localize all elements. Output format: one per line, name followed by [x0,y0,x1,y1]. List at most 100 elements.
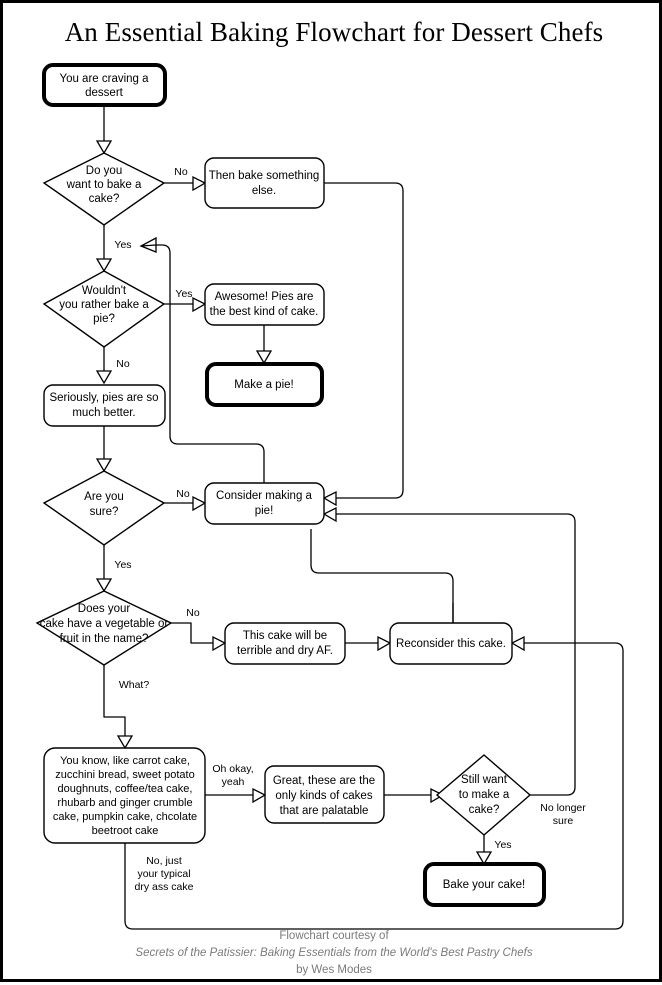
edge-veg-what [103,665,126,736]
edge-label-rather-pie-yes: Yes [175,288,192,300]
node-bake-cake-line-3: cake? [89,193,120,205]
node-are-you-sure-line-1: Are you [84,491,124,503]
edge-still-want-no-longer-sure [336,513,576,796]
node-terrible-dry-shape[interactable] [224,622,346,665]
edge-label-no-longer-sure-1: No longer [540,802,586,814]
node-reconsider-label: Reconsider this cake. [396,638,506,650]
arrowhead-rather-pie-top [95,258,113,273]
footer-line-2: Secrets of the Patissier: Baking Essenti… [135,947,533,959]
edge-label-rather-pie-no: No [116,358,130,370]
arrowhead-reconsider-left [377,635,392,652]
node-start-line-2: dessert [85,87,124,99]
footer-line-1: Flowchart courtesy of [279,930,389,942]
node-consider-pie-shape[interactable] [204,482,325,525]
node-start-shape[interactable] [42,63,167,107]
edge-label-bake-cake-yes: Yes [114,239,131,251]
arrowhead-veg-list-top [116,735,134,750]
node-awesome-pies-best-kind-of-cake[interactable]: Awesome! Pies are the best kind of cake. [204,283,325,326]
node-are-you-sure[interactable]: Are you sure? [42,470,166,546]
node-palatable-line-2: only kinds of cakes [275,790,372,802]
edge-reconsider-to-consider-pie [310,529,454,623]
node-only-palatable-cakes[interactable]: Great, these are the only kinds of cakes… [264,765,385,824]
node-veg-fruit-line-2: cake have a vegetable or [40,618,169,630]
arrowhead-bake-your-cake [475,851,493,866]
node-awesome-pies-shape[interactable] [204,283,325,326]
node-bake-something-else-shape[interactable] [204,157,325,209]
node-still-want-line-1: Still want [461,774,508,786]
node-bake-your-cake[interactable]: Bake your cake! [423,862,546,907]
node-bake-cake-line-1: Do you [86,165,122,177]
node-consider-making-a-pie[interactable]: Consider making a pie! [204,482,325,525]
page-title: An Essential Baking Flowchart for Desser… [64,17,604,47]
node-bake-something-else-line-1: Then bake something [209,170,320,182]
node-rather-pie-line-2: you rather bake a [59,299,149,311]
node-palatable-line-3: that are palatable [280,805,369,817]
node-make-a-pie[interactable]: Make a pie! [205,362,324,407]
node-rather-pie-line-1: Wouldn't [82,285,127,297]
node-seriously-pies-shape[interactable] [43,384,166,427]
edge-label-veg-no: No [186,607,200,619]
node-terrible-dry-line-1: This cake will be [243,630,327,642]
node-seriously-pies-are-so-much-better[interactable]: Seriously, pies are so much better. [43,384,166,427]
edge-label-oh-okay-1: Oh okay, [212,763,253,775]
node-make-a-pie-shape[interactable] [205,362,324,407]
node-seriously-pies-line-1: Seriously, pies are so [49,392,158,404]
node-start[interactable]: You are craving a dessert [42,63,167,107]
node-rather-pie-line-3: pie? [93,313,115,325]
node-veg-list-line-4: rhubarb and ginger crumble [57,797,192,809]
footer-credit: Flowchart courtesy of Secrets of the Pat… [3,928,662,979]
node-does-cake-have-vegetable-or-fruit[interactable]: Does your cake have a vegetable or fruit… [35,590,173,666]
edge-list-to-reconsider [124,642,624,930]
node-veg-fruit-shape[interactable] [35,590,173,666]
node-seriously-pies-line-2: much better. [72,407,135,419]
node-veg-list-line-5: cake, pumpkin cake, chcolate [53,811,197,823]
node-veg-fruit-line-3: fruit in the name? [60,633,149,645]
arrowhead-bake-something-else [192,175,207,192]
edge-veg-no [171,622,219,644]
node-wouldnt-you-rather-bake-a-pie[interactable]: Wouldn't you rather bake a pie? [42,270,166,348]
edge-label-no-longer-sure-2: sure [553,815,574,827]
node-vegetable-cake-list[interactable]: You know, like carrot cake, zucchini bre… [43,747,206,844]
edges [95,104,624,930]
node-do-you-want-to-bake-a-cake[interactable]: Do you want to bake a cake? [42,152,166,226]
node-still-want-to-make-a-cake[interactable]: Still want to make a cake? [435,754,532,836]
arrowhead-seriously-pies [95,370,113,385]
node-palatable-shape[interactable] [264,765,385,824]
node-veg-fruit-line-1: Does your [78,603,131,615]
edge-bake-something-else-to-consider-pie [324,182,404,499]
arrowhead-are-you-sure-top [95,458,113,473]
node-still-want-line-2: to make a [459,789,510,801]
edge-label-veg-what: What? [119,679,150,691]
arrowhead-bake-cake-top [95,140,113,155]
node-this-cake-terrible-and-dry[interactable]: This cake will be terrible and dry AF. [224,622,346,665]
node-rather-pie-shape[interactable] [42,270,166,348]
node-reconsider-this-cake[interactable]: Reconsider this cake. [389,622,513,665]
node-still-want-line-3: cake? [469,804,500,816]
nodes: You are craving a dessert Do you want to… [35,63,546,907]
node-bake-cake-shape[interactable] [42,152,166,226]
node-palatable-line-1: Great, these are the [273,775,375,787]
edge-label-sure-yes: Yes [114,559,131,571]
node-veg-list-line-1: You know, like carrot cake, [60,755,190,767]
node-then-bake-something-else[interactable]: Then bake something else. [204,157,325,209]
node-are-you-sure-shape[interactable] [42,470,166,546]
arrowhead-consider-pie-right-upper [322,490,337,507]
node-are-you-sure-line-2: sure? [90,506,119,518]
node-make-a-pie-label: Make a pie! [234,379,293,391]
node-awesome-pies-line-2: the best kind of cake. [210,306,319,318]
node-still-want-shape[interactable] [435,754,532,836]
edge-label-no-typical-1: No, just [146,855,182,867]
edge-label-no-typical-2: your typical [137,868,190,880]
node-start-line-1: You are craving a [59,73,149,85]
node-bake-your-cake-shape[interactable] [423,862,546,907]
arrowhead-awesome-pies [192,296,207,313]
node-reconsider-shape[interactable] [389,622,513,665]
edge-label-still-yes: Yes [494,839,511,851]
node-consider-pie-line-2: pie! [255,505,274,517]
arrowhead-consider-pie-left [192,495,207,512]
arrowhead-reconsider-right [510,635,525,652]
node-veg-list-shape[interactable] [43,747,206,844]
node-awesome-pies-line-1: Awesome! Pies are [215,291,314,303]
node-terrible-dry-line-2: terrible and dry AF. [237,645,333,657]
